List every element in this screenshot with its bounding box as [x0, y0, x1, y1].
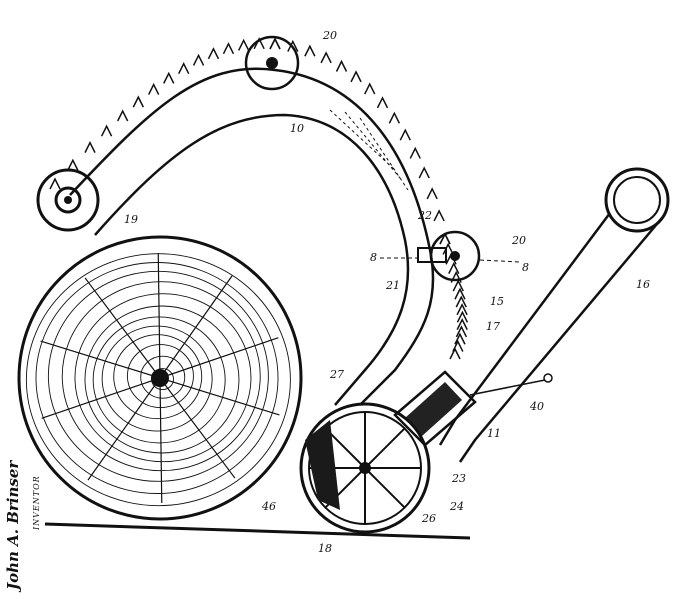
label-27: 27	[329, 368, 344, 381]
chain-tooth	[452, 339, 464, 352]
log-ring	[84, 305, 240, 454]
label-26: 26	[421, 512, 436, 525]
log-ray	[87, 377, 161, 481]
chain-tooth	[442, 242, 454, 255]
log-ray	[40, 340, 161, 379]
inventor-caption: INVENTOR	[32, 475, 41, 530]
chain-tooth	[364, 82, 376, 95]
spoked-wheel	[299, 402, 431, 534]
label-24: 24	[449, 500, 464, 513]
label-20a: 20	[322, 29, 337, 42]
spring-cylinder	[393, 370, 553, 447]
chain-tooth	[163, 71, 175, 84]
chain-tooth	[456, 310, 469, 323]
log-ray	[157, 253, 161, 379]
label-40: 40	[529, 400, 544, 413]
label-11: 11	[487, 427, 501, 440]
chain-tooth	[399, 128, 411, 141]
chain-tooth	[433, 209, 445, 222]
label-8a: 8	[370, 251, 377, 264]
chain-tooth	[147, 82, 160, 95]
chain-tooth	[388, 111, 401, 124]
label-23: 23	[451, 472, 466, 485]
ground-line	[44, 522, 471, 540]
chain-tooth	[100, 124, 113, 137]
sprocket-chain	[49, 37, 469, 360]
chain-tooth	[237, 38, 250, 51]
wheel-spoke	[364, 427, 406, 469]
log-ring	[74, 293, 252, 463]
chain-tooth	[253, 37, 265, 50]
log-ring	[101, 325, 213, 432]
label-8b: 8	[522, 261, 529, 274]
chain-tooth	[455, 325, 468, 338]
chain-tooth	[456, 303, 468, 316]
label-18: 18	[318, 542, 332, 555]
lever-handle	[438, 167, 670, 463]
log-ray	[41, 377, 161, 419]
chain-tooth	[426, 187, 438, 200]
log-ray	[84, 277, 161, 379]
chain-tooth	[454, 332, 466, 345]
label-10: 10	[290, 122, 304, 135]
wheel-spoke	[364, 467, 406, 509]
chain-tooth	[49, 177, 61, 190]
chain-tooth	[456, 317, 468, 330]
wheel-spoke	[324, 427, 366, 469]
chain-tooth	[320, 51, 332, 64]
chain-tooth	[455, 295, 467, 308]
label-19: 19	[124, 213, 138, 226]
chain-tooth	[222, 42, 235, 55]
inventor-signature: John A. Brinser	[4, 460, 22, 590]
chain-tooth	[269, 37, 281, 50]
sprocket-wheel-19	[36, 168, 100, 232]
reference-labels: 20 10 19 22 20 8 8 21 16 15 17 27 40 11 …	[124, 29, 650, 555]
log-ring	[113, 334, 203, 420]
log-ray	[159, 275, 233, 379]
log-roll	[17, 235, 303, 521]
chain-tooth	[116, 109, 129, 122]
label-22: 22	[417, 209, 432, 222]
label-17: 17	[486, 320, 500, 333]
chain-tooth	[207, 47, 220, 60]
chain-tooth	[376, 96, 389, 109]
chain-tooth	[452, 279, 464, 292]
label-21: 21	[385, 279, 400, 292]
chain-tooth	[287, 39, 299, 52]
sprocket-wheel-20-top	[244, 35, 300, 91]
chain-tooth	[454, 287, 466, 300]
chain-tooth	[67, 158, 79, 171]
label-16: 16	[636, 278, 650, 291]
chain-tooth	[418, 166, 430, 179]
chain-tooth	[409, 146, 421, 159]
chain-tooth	[350, 70, 362, 83]
log-ray	[159, 377, 236, 479]
chain-tooth	[304, 44, 316, 57]
label-15: 15	[490, 295, 504, 308]
log-ring	[35, 262, 279, 494]
label-20b: 20	[511, 234, 526, 247]
chain-tooth	[448, 261, 460, 274]
sprocket-wheel-20-right	[380, 230, 521, 282]
chain-tooth	[132, 95, 144, 108]
arched-frame	[69, 67, 435, 406]
chain-tooth	[84, 140, 96, 153]
log-ray	[159, 377, 163, 503]
label-46: 46	[261, 500, 276, 513]
chain-tooth	[192, 53, 205, 66]
log-ray	[159, 337, 279, 379]
chain-tooth	[335, 59, 348, 72]
log-ring	[140, 355, 186, 399]
chain-tooth	[178, 61, 190, 75]
chain-tooth	[449, 347, 461, 360]
log-ray	[159, 377, 280, 416]
